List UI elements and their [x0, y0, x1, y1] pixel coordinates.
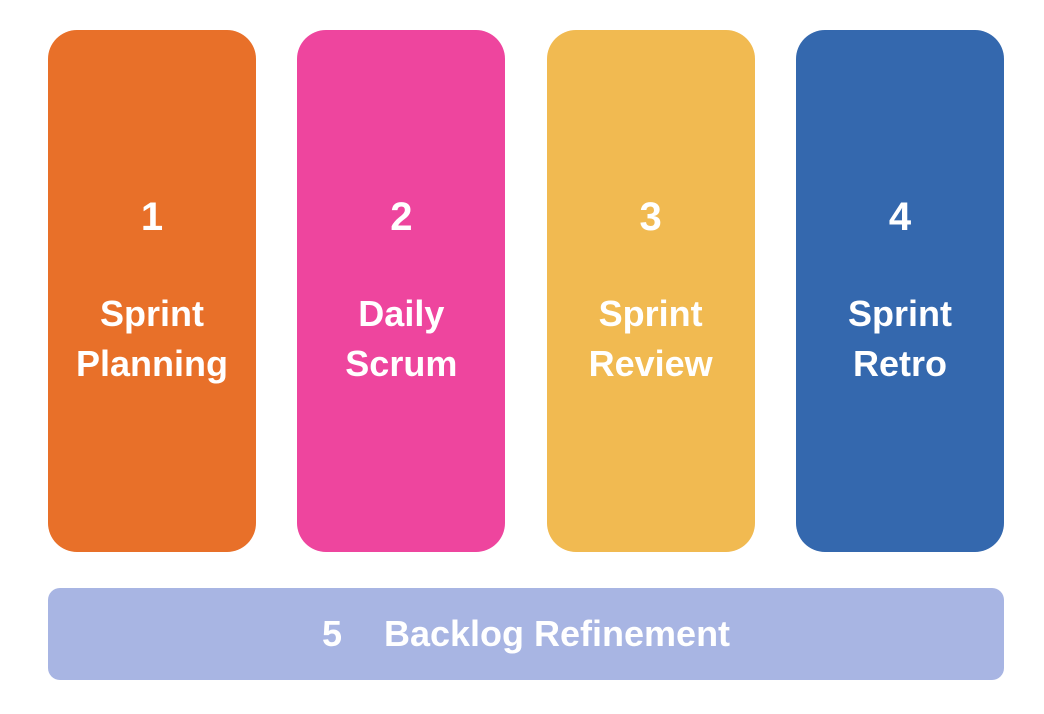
ceremony-cards-row: 1 Sprint Planning 2 Daily Scrum 3 Sprint… — [48, 30, 1004, 552]
card-label: Daily Scrum — [345, 293, 458, 384]
ceremony-card-daily-scrum[interactable]: 2 Daily Scrum — [297, 30, 506, 552]
card-label: Sprint Review — [588, 293, 713, 384]
card-number: 2 — [390, 195, 413, 239]
card-label: Sprint Planning — [76, 293, 228, 384]
card-number: 3 — [639, 195, 662, 239]
bar-number: 5 — [321, 613, 342, 654]
ceremony-card-sprint-retro[interactable]: 4 Sprint Retro — [795, 30, 1004, 552]
ceremony-card-sprint-planning[interactable]: 1 Sprint Planning — [48, 30, 256, 552]
card-number: 1 — [140, 195, 164, 239]
ceremony-card-sprint-review[interactable]: 3 Sprint Review — [546, 30, 755, 552]
card-label: Sprint Retro — [847, 293, 952, 384]
ceremony-bar-backlog-refinement[interactable]: 5 Backlog Refinement — [48, 588, 1004, 680]
card-number: 4 — [888, 195, 912, 239]
bar-label: Backlog Refinement — [383, 613, 731, 654]
